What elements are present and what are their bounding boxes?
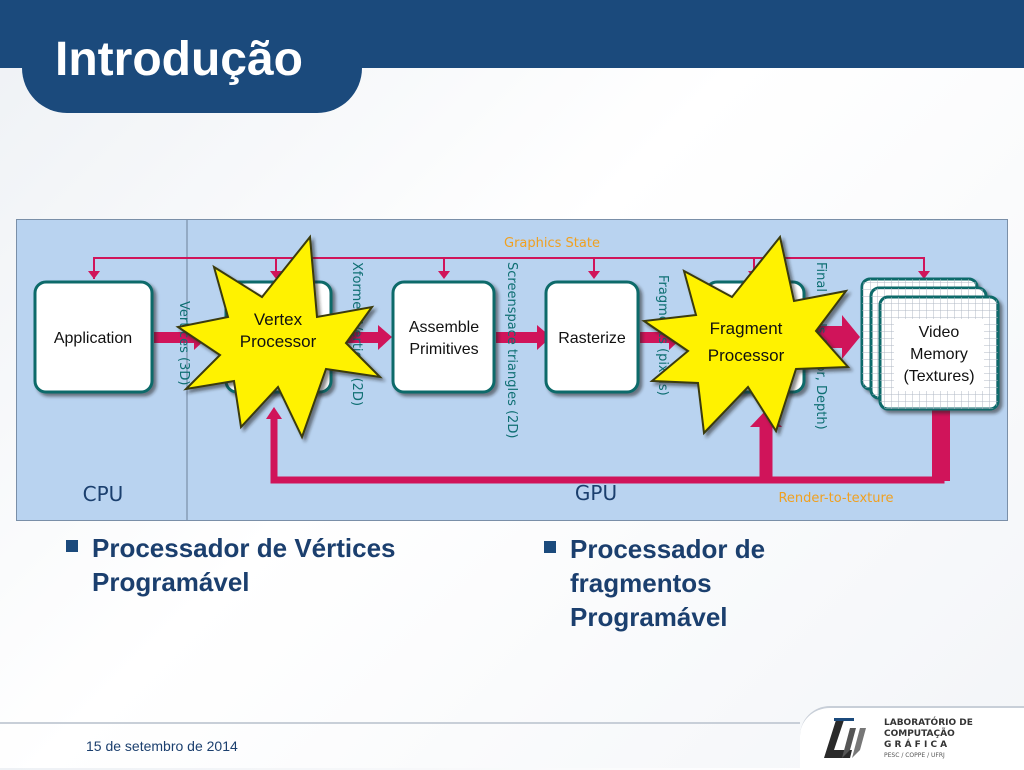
render-to-texture-arrowhead-left [266,407,282,419]
node-video-memory: Video Memory (Textures) [860,277,1000,411]
cpu-label: CPU [83,482,124,506]
graphics-state-label: Graphics State [504,236,600,251]
node-application: Application [33,280,154,394]
logo-line-2: COMPUTAÇÃO [884,728,955,739]
node-assemble-label-2: Primitives [409,341,478,358]
slide-title: Introdução [55,33,303,86]
fragment-processor-label-2: Processor [708,346,785,365]
footer-date: 15 de setembro de 2014 [86,738,238,754]
node-rasterize-label: Rasterize [558,330,626,347]
video-memory-output-bar [932,409,950,481]
bullet-square-icon [66,540,78,552]
node-rasterize: Rasterize [544,280,640,394]
graphics-state-line [93,257,925,279]
bullet-vertex-processor-text: Processador de Vértices Programável [92,533,396,597]
title-tab [22,0,362,113]
node-application-label: Application [54,330,132,347]
pipeline-panel [16,219,1008,521]
node-video-label-1: Video [919,324,960,341]
bullet-vertex-processor: Processador de Vértices Programável [66,532,422,600]
logo-line-4: PESC / COPPE / UFRJ [884,752,945,759]
lcg-logo: LABORATÓRIO DE COMPUTAÇÃO G R Á F I C A … [824,716,973,759]
node-assemble-primitives: Assemble Primitives [391,280,496,394]
render-to-texture-label: Render-to-texture [778,491,893,506]
bullet-square-icon [544,541,556,553]
node-video-label-3: (Textures) [903,368,974,385]
gpu-pipeline-diagram: Graphics State Render-to-texture Applica… [16,219,1008,521]
bullet-fragment-processor-text: Processador de fragmentos Programável [570,534,766,632]
lcg-logo-icon [824,718,866,758]
vertex-processor-burst: Vertex Processor [175,234,383,440]
vertex-processor-label-1: Vertex [254,310,303,329]
label-screenspace-triangles: Screenspace triangles (2D) [504,262,519,438]
gpu-label: GPU [575,481,617,505]
fragment-processor-burst: Fragment Processor [641,234,851,436]
node-assemble-label-1: Assemble [409,319,479,336]
vertex-processor-label-2: Processor [240,332,317,351]
label-fragments: Fragments (pixels) [655,275,670,396]
label-vertices-3d: Vertices (3D) [176,301,191,385]
fragment-processor-label-1: Fragment [710,319,783,338]
node-video-label-2: Memory [910,346,968,363]
bullet-fragment-processor: Processador de fragmentos Programável [544,533,830,634]
footer-divider [0,722,800,724]
logo-line-1: LABORATÓRIO DE [884,716,973,728]
logo-line-3: G R Á F I C A [884,738,947,750]
